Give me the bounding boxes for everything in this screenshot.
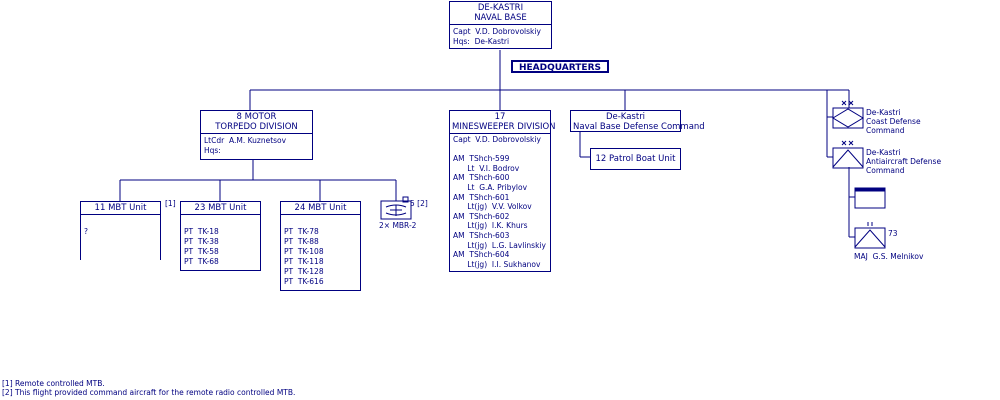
footnote-1: [1] Remote controlled MTB. [2,379,105,388]
footnotes: [1] Remote controlled MTB. [2] This flig… [2,379,295,397]
hq-title: DE-KASTRI NAVAL BASE [450,2,551,25]
mbt-unit-11-note: [1] [165,199,176,208]
mbt-unit-24-title: 24 MBT Unit [281,202,360,215]
mbt-unit-23-body: PT TK-18 PT TK-38 PT TK-58 PT TK-68 [184,227,219,266]
mbt-unit-23-title: 23 MBT Unit [181,202,260,215]
mbt-unit-11-title: 11 MBT Unit [81,202,160,215]
aircraft-note: 5 [2] [410,199,428,208]
patrol-boat-unit-box: 12 Patrol Boat Unit [590,148,681,170]
aircraft-symbol-icon [380,196,412,220]
minesweeper-division-body: Capt V.D. Dobrovolskiy AM TShch-599 Lt V… [453,135,546,269]
minesweeper-division-title: 17 MINESWEEPER DIVISION [450,112,556,134]
mbt-unit-24-body: PT TK-78 PT TK-88 PT TK-108 PT TK-118 PT… [284,227,324,286]
minesweeper-division-box: 17 MINESWEEPER DIVISION Capt V.D. Dobrov… [449,110,556,272]
defense-command-title: De-Kastri Naval Base Defense Command [573,112,705,132]
footnote-2: [2] This flight provided command aircraf… [2,388,296,397]
hq-body: Capt V.D. Dobrovolskiy Hqs: De-Kastri [453,27,541,46]
mbt-unit-23-box: 23 MBT Unit PT TK-18 PT TK-38 PT TK-58 P… [180,201,261,271]
motor-torpedo-division-box: 8 MOTOR TORPEDO DIVISION LtCdr A.M. Kuzn… [200,110,313,160]
mbt-unit-24-box: 24 MBT Unit PT TK-78 PT TK-88 PT TK-108 … [280,201,361,291]
motor-torpedo-division-body: LtCdr A.M. Kuznetsov Hqs: [204,136,287,155]
antiaircraft-defense-symbol-icon [832,140,864,169]
aa-subunit-symbol-icon [854,187,886,209]
mbt-unit-11-box: 11 MBT Unit ? [80,201,161,260]
headquarters-label: HEADQUARTERS [511,60,609,73]
defense-command-box: De-Kastri Naval Base Defense Command [570,110,705,132]
aa-unit-commander: MAJ G.S. Melnikov [854,252,924,261]
patrol-boat-unit-title: 12 Patrol Boat Unit [595,154,676,164]
coast-defense-label: De-Kastri Coast Defense Command [866,108,921,135]
aa-unit-number: 73 [888,229,898,238]
hq-box: DE-KASTRI NAVAL BASE Capt V.D. Dobrovols… [449,1,552,49]
motor-torpedo-division-title: 8 MOTOR TORPEDO DIVISION [201,111,312,134]
aircraft-label: 2× MBR-2 [379,221,417,230]
coast-defense-symbol-icon [832,100,864,129]
antiaircraft-defense-label: De-Kastri Antiaircraft Defense Command [866,148,942,175]
mbt-unit-11-body: ? [84,227,88,236]
aa-battalion-symbol-icon [854,222,886,249]
